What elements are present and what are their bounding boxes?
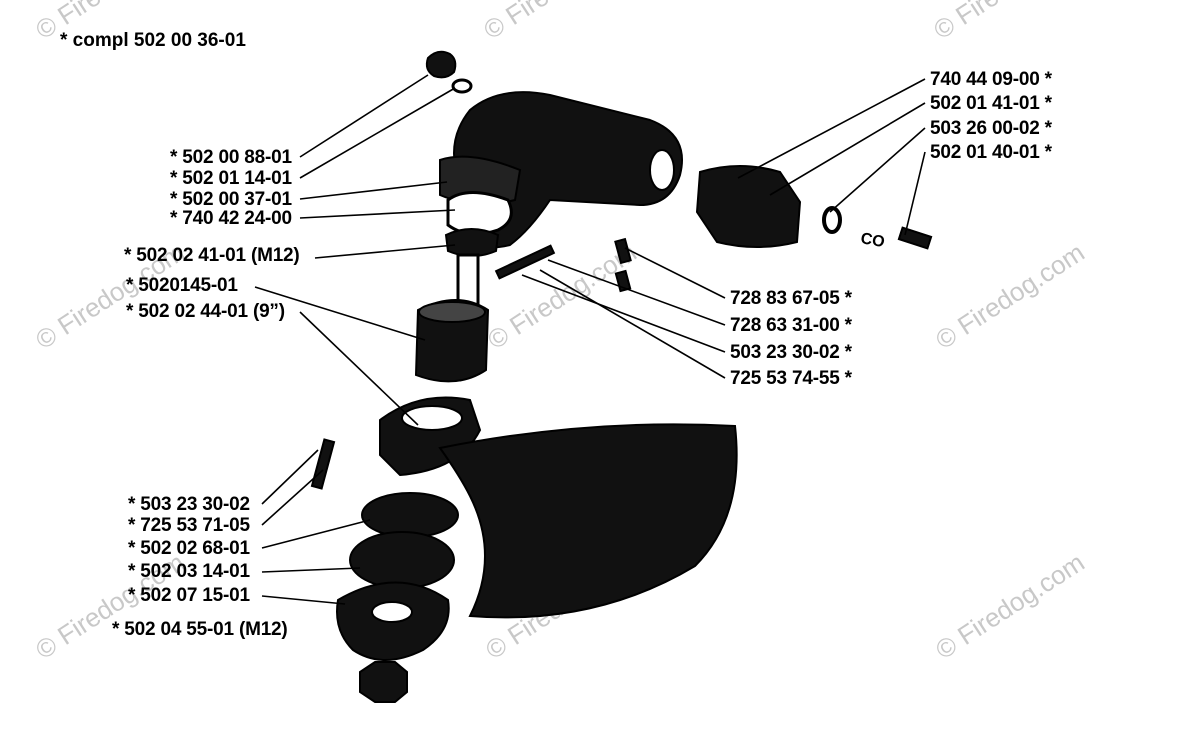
part-label-left: * 503 23 30-02 <box>128 494 250 515</box>
spline-sleeve <box>695 165 802 248</box>
o-ring <box>451 78 473 94</box>
disc-2 <box>349 531 455 589</box>
washer-right <box>822 206 842 234</box>
part-label-right: 503 26 00-02 * <box>930 118 1052 139</box>
part-label-right: 740 44 09-00 * <box>930 69 1052 90</box>
part-label-left: * 502 02 68-01 <box>128 538 250 559</box>
top-cap <box>425 50 457 79</box>
part-label-left: * 502 04 55-01 (M12) <box>112 619 288 640</box>
part-label-left: * 502 03 14-01 <box>128 561 250 582</box>
part-label-left: * 502 02 41-01 (M12) <box>124 245 300 266</box>
part-label-right: 502 01 40-01 * <box>930 142 1052 163</box>
screw-left <box>310 438 336 490</box>
part-label-left: * 502 07 15-01 <box>128 585 250 606</box>
disc-3-hole <box>371 601 413 623</box>
small-part <box>614 237 632 265</box>
disc-1 <box>361 492 459 538</box>
bolt <box>494 244 556 280</box>
bearing <box>446 191 513 236</box>
nut <box>359 661 408 703</box>
part-label-right: 503 23 30-02 * <box>730 342 852 363</box>
part-label-left: * 502 00 88-01 <box>170 147 292 168</box>
housing-opening <box>649 149 675 191</box>
compl-part-number: * compl 502 00 36-01 <box>60 30 246 51</box>
part-label-left: * 502 01 14-01 <box>170 168 292 189</box>
part-label-right: 502 01 41-01 * <box>930 93 1052 114</box>
washer <box>444 228 500 257</box>
part-label-right: 725 53 74-55 * <box>730 368 852 389</box>
part-label-left: * 502 00 37-01 <box>170 189 292 210</box>
part-label-left: * 5020145-01 <box>126 275 238 296</box>
guard <box>438 423 738 619</box>
sleeve-top <box>418 301 486 323</box>
stamp-label: CO <box>859 230 886 251</box>
part-label-right: 728 83 67-05 * <box>730 288 852 309</box>
part-label-left: * 502 02 44-01 (9”) <box>126 301 285 322</box>
part-label-left: * 725 53 71-05 <box>128 515 250 536</box>
pin <box>897 226 933 250</box>
part-label-left: * 740 42 24-00 <box>170 208 292 229</box>
part-label-right: 728 63 31-00 * <box>730 315 852 336</box>
